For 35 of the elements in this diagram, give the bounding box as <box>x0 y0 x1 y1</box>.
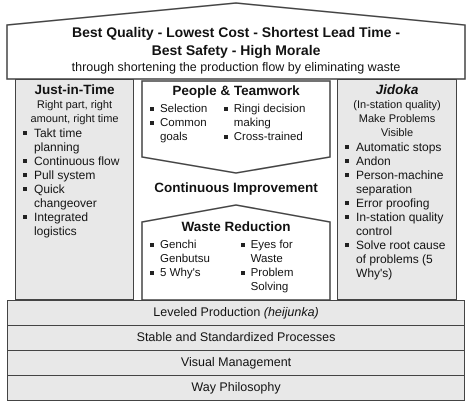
foundation-band: Way Philosophy <box>7 375 465 401</box>
bullet-item: Quick changeover <box>20 182 129 210</box>
subheading: Right part, right amount, right time <box>29 98 120 126</box>
bullet-item: Eyes for Waste <box>238 238 324 266</box>
bullet-item: Cross-trained <box>222 130 324 144</box>
subheading: through shortening the production flow by eliminating waste <box>70 60 402 74</box>
subheading: (In-station quality) <box>352 98 442 112</box>
heading: Waste Reduction <box>180 219 292 235</box>
bullet-item: Problem Solving <box>238 266 324 294</box>
bullet-item: Common goals <box>148 116 222 144</box>
foundation-band: Stable and Standardized Processes <box>7 325 465 351</box>
heading: Best Quality - Lowest Cost - Shortest Lead Time - Best Safety - High Morale <box>70 23 401 59</box>
bullet-item: 5 Why's <box>148 266 239 280</box>
foundation-band: Visual Management <box>7 350 465 376</box>
bullet-item: Person-machine separation <box>342 168 452 196</box>
bullet-item: Integrated logistics <box>20 210 129 238</box>
bullet-item: Pull system <box>20 168 129 182</box>
heading: Just-in-Time <box>33 82 116 98</box>
bullet-item: Genchi Genbutsu <box>148 238 239 266</box>
section-heading: Continuous Improvement <box>153 180 319 195</box>
bullet-item: Continuous flow <box>20 154 129 168</box>
heading: People & Teamwork <box>171 83 301 99</box>
subheading: Make Problems Visible <box>358 112 436 140</box>
bullet-item: Solve root cause of problems (5 Why's) <box>342 238 452 280</box>
bullet-item: Automatic stops <box>342 140 452 154</box>
pillar-panel <box>337 79 457 300</box>
bullet-item: Ringi decision making <box>222 102 324 130</box>
bullet-item: In-station quality control <box>342 210 452 238</box>
foundation-band: Leveled Production (heijunka) <box>7 300 465 326</box>
bullet-item: Selection <box>148 102 222 116</box>
pillar-panel <box>15 79 134 300</box>
bullet-item: Error proofing <box>342 196 452 210</box>
bullet-item: Takt time planning <box>20 126 129 154</box>
bullet-item: Andon <box>342 154 452 168</box>
heading: Jidoka <box>374 82 420 98</box>
